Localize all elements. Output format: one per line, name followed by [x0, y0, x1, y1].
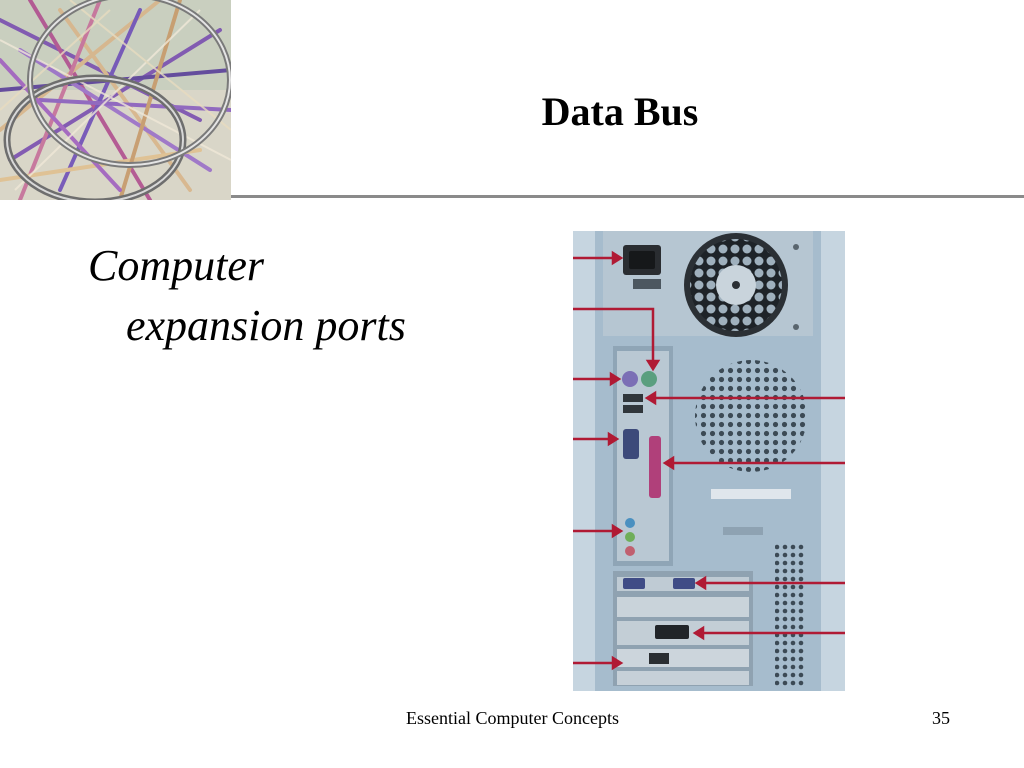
page-number: 35	[932, 708, 950, 728]
slide-title: Data Bus	[541, 89, 699, 134]
bullet-text: Computer expansion ports	[88, 236, 508, 356]
bullet-line-1: Computer	[88, 241, 264, 290]
computer-back-panel-photo	[573, 231, 845, 691]
wire-sculpture-image	[0, 0, 231, 200]
bullet-line-2: expansion ports	[126, 301, 406, 350]
footer-text: Essential Computer Concepts	[406, 708, 619, 728]
title-divider	[231, 195, 1024, 198]
